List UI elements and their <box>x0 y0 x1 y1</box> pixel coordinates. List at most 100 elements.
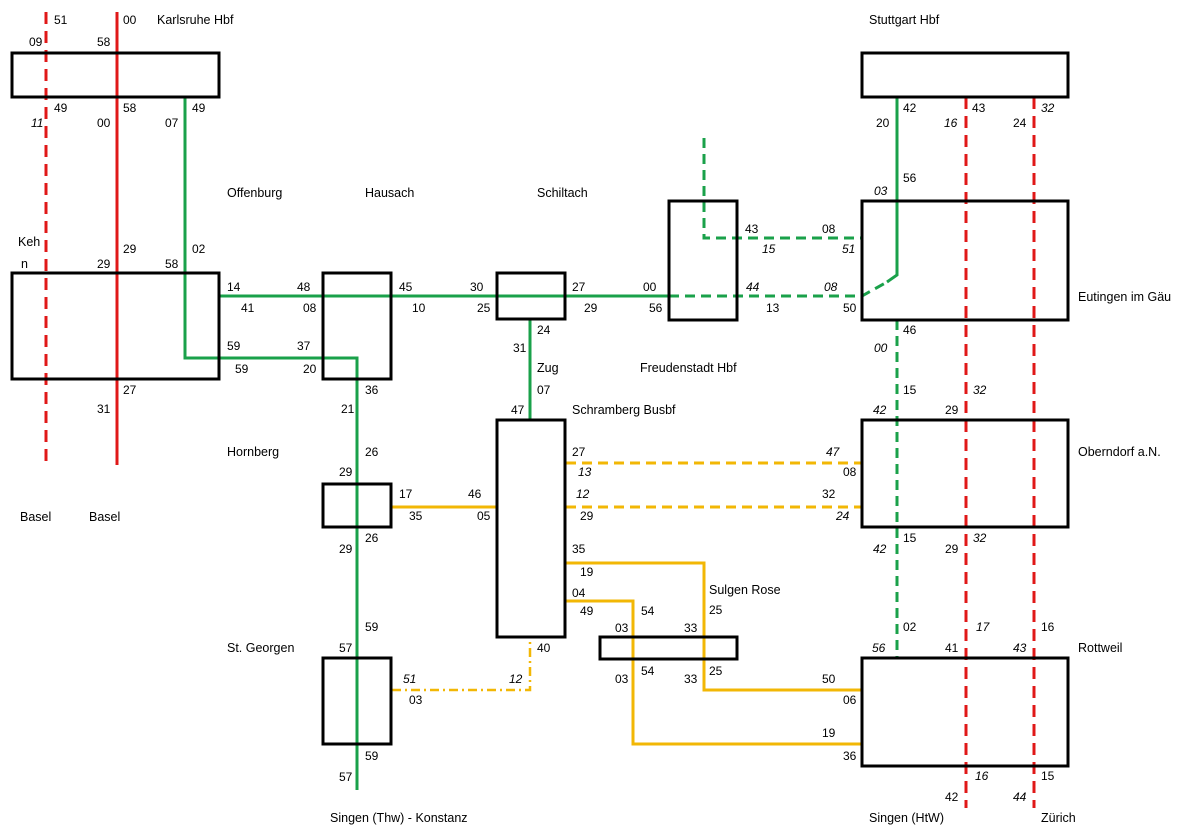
time: 54 <box>641 664 655 678</box>
time: 24 <box>537 323 551 337</box>
time: 00 <box>97 116 111 130</box>
time: 49 <box>192 101 206 115</box>
time: 59 <box>235 362 249 376</box>
time: 40 <box>537 641 551 655</box>
time: 56 <box>903 171 917 185</box>
label-zuerich: Zürich <box>1041 811 1076 825</box>
time-dashed: 47 <box>826 445 841 459</box>
time: 08 <box>843 465 857 479</box>
time-dashed: 32 <box>973 531 987 545</box>
time: 51 <box>54 13 68 27</box>
time: 29 <box>945 403 959 417</box>
time: 03 <box>409 693 423 707</box>
time: 58 <box>165 257 179 271</box>
time: 00 <box>643 280 657 294</box>
time: 20 <box>876 116 890 130</box>
label-stgeorgen: St. Georgen <box>227 641 294 655</box>
time: 07 <box>165 116 179 130</box>
time-dashed: 17 <box>976 620 991 634</box>
time: 50 <box>843 301 857 315</box>
label-stuttgart: Stuttgart Hbf <box>869 13 940 27</box>
time-dashed: 51 <box>842 242 855 256</box>
time-dashed: 13 <box>578 465 592 479</box>
label-kehl-bottom: n <box>21 257 28 271</box>
time: 56 <box>649 301 663 315</box>
time: 57 <box>339 770 353 784</box>
box-offenburg <box>10 271 221 381</box>
time: 13 <box>766 301 780 315</box>
time: 43 <box>972 101 986 115</box>
time-dashed: 11 <box>31 116 43 130</box>
label-basel-2: Basel <box>89 510 120 524</box>
time: 07 <box>537 383 551 397</box>
time: 02 <box>903 620 917 634</box>
time: 49 <box>580 604 594 618</box>
time: 35 <box>572 542 586 556</box>
time: 41 <box>945 641 959 655</box>
time: 59 <box>227 339 241 353</box>
time: 42 <box>945 790 959 804</box>
time: 25 <box>477 301 491 315</box>
time: 41 <box>241 301 255 315</box>
green-line-karlsruhe-hausach <box>183 97 359 790</box>
label-eutingen: Eutingen im Gäu <box>1078 290 1171 304</box>
label-sulgen: Sulgen Rose <box>709 583 781 597</box>
label-hornberg: Hornberg <box>227 445 279 459</box>
box-rottweil <box>860 656 1070 768</box>
time: 49 <box>54 101 68 115</box>
time: 26 <box>365 531 379 545</box>
time: 35 <box>409 509 423 523</box>
box-oberndorf <box>860 418 1070 529</box>
time: 25 <box>709 664 723 678</box>
label-basel-1: Basel <box>20 510 51 524</box>
box-schramberg <box>495 418 567 639</box>
time: 00 <box>123 13 137 27</box>
time-dashed: 08 <box>824 280 838 294</box>
time: 46 <box>903 323 917 337</box>
time: 43 <box>745 222 759 236</box>
time: 29 <box>339 465 353 479</box>
time-dashed: 24 <box>835 509 850 523</box>
box-hornberg <box>321 482 393 529</box>
time: 06 <box>843 693 857 707</box>
label-singen-konstanz: Singen (Thw) - Konstanz <box>330 811 468 825</box>
time-dashed: 03 <box>874 184 888 198</box>
yellow-line-schramberg-rottweil-upper <box>566 561 862 692</box>
time-dashed: 44 <box>1013 790 1027 804</box>
time-dashed: 51 <box>403 672 416 686</box>
time-dashed: 42 <box>873 542 887 556</box>
time-dashed: 32 <box>973 383 987 397</box>
time-dashed: 32 <box>1041 101 1055 115</box>
time: 21 <box>341 402 355 416</box>
time: 03 <box>615 672 629 686</box>
time-dashed: 12 <box>576 487 590 501</box>
time: 29 <box>580 509 594 523</box>
time: 59 <box>365 749 379 763</box>
time-dashed: 42 <box>873 403 887 417</box>
time: 20 <box>303 362 317 376</box>
time: 47 <box>511 403 525 417</box>
label-schramberg: Schramberg Busbf <box>572 403 676 417</box>
time: 48 <box>297 280 311 294</box>
time-dashed: 56 <box>872 641 886 655</box>
time: 26 <box>365 445 379 459</box>
time: 45 <box>399 280 413 294</box>
time: 08 <box>303 301 317 315</box>
time-dashed: 43 <box>1013 641 1027 655</box>
time: 59 <box>365 620 379 634</box>
time-dashed: 15 <box>762 242 776 256</box>
time: 15 <box>1041 769 1055 783</box>
time-dashed: 16 <box>975 769 989 783</box>
time: 08 <box>822 222 836 236</box>
time: 25 <box>709 603 723 617</box>
yellow-dashdot-line-stgeorgen-schramberg <box>392 637 532 692</box>
time: 29 <box>339 542 353 556</box>
box-hausach <box>321 271 393 381</box>
yellow-line-schramberg-rottweil-lower <box>566 599 862 746</box>
time: 16 <box>1041 620 1055 634</box>
time: 42 <box>903 101 917 115</box>
box-stuttgart <box>860 51 1070 99</box>
time: 37 <box>297 339 311 353</box>
label-hausach: Hausach <box>365 186 414 200</box>
green-dashed-line-freudenstadt-eutingen <box>669 280 888 298</box>
